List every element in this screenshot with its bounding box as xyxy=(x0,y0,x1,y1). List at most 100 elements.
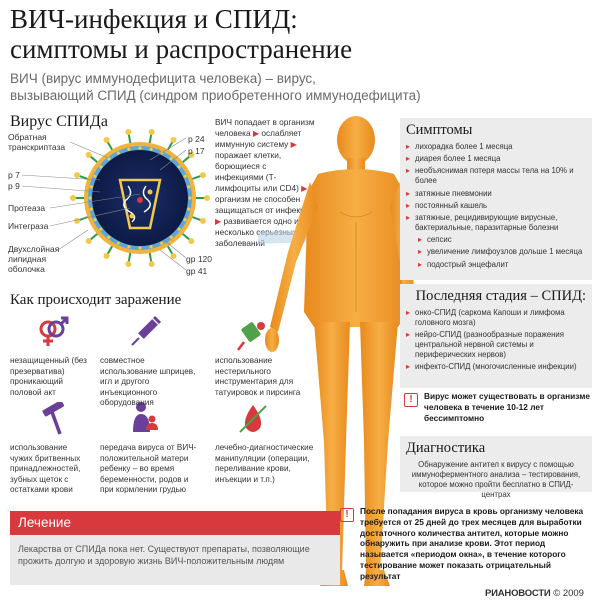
symptom-item: затяжные пневмонии xyxy=(406,189,586,199)
membrane-dot xyxy=(183,174,187,178)
spike-head xyxy=(125,129,132,136)
head xyxy=(337,116,375,164)
spike-head xyxy=(170,136,177,143)
spike-head xyxy=(70,195,76,201)
virus-illustration xyxy=(70,129,210,267)
virus-section-title: Вирус СПИДа xyxy=(10,113,108,130)
mother-child-icon xyxy=(133,402,158,432)
left-arm xyxy=(270,182,318,332)
treatment-title: Лечение xyxy=(10,511,340,535)
left-hand xyxy=(265,328,279,352)
spike-head xyxy=(103,136,110,143)
window-period-text: После попадания вируса в кровь организму… xyxy=(360,506,584,581)
membrane-dot xyxy=(177,165,181,169)
spike-head xyxy=(199,172,206,179)
membrane-dot xyxy=(93,174,97,178)
page-title: ВИЧ-инфекция и СПИД: симптомы и распрост… xyxy=(10,4,353,64)
warning-text-1: Вирус может существовать в организме чел… xyxy=(424,391,590,423)
symptoms-panel: Симптомы лихорадка более 1 месяцадиарея … xyxy=(400,118,592,280)
brand-logo: РИАНОВОСТИ xyxy=(485,588,551,599)
membrane-dot xyxy=(116,151,120,155)
warning-icon-2: ! xyxy=(340,508,354,522)
gender-icon xyxy=(39,316,69,346)
membrane-dot xyxy=(187,207,191,211)
label-transcriptase: Обратная транскриптаза xyxy=(8,132,66,152)
hiv-progression-text: ВИЧ попадает в организм человека ▶ ослаб… xyxy=(215,117,315,248)
human-body-figure xyxy=(258,116,418,586)
infection-item-5: передача вируса от ВИЧ-положительной мат… xyxy=(100,443,197,495)
label-membrane: Двухслойная липидная оболочка xyxy=(8,244,60,274)
symptom-item: подострый энцефалит xyxy=(418,260,586,270)
symptoms-list: лихорадка более 1 месяца диарея более 1 м… xyxy=(406,142,586,270)
symptom-item: сепсис xyxy=(418,235,586,245)
blood-drop-icon xyxy=(239,405,267,433)
spike-head xyxy=(125,260,132,267)
capsid xyxy=(118,178,162,230)
membrane-dot xyxy=(169,235,173,239)
membrane-dot xyxy=(188,196,192,200)
razor-icon xyxy=(42,402,64,435)
label-gp41: gp 41 xyxy=(186,266,208,276)
last-stage-item: нейро-СПИД (разнообразные поражения цент… xyxy=(406,330,586,360)
infection-item-6: лечебно-диагностические манипуляции (опе… xyxy=(215,443,314,484)
spike-head xyxy=(85,151,92,158)
rna-strand xyxy=(123,185,136,223)
label-p17: p 17 xyxy=(188,146,205,156)
membrane-dot xyxy=(93,218,97,222)
membrane-dot xyxy=(138,246,142,250)
label-p24: p 24 xyxy=(188,134,205,144)
right-foot xyxy=(364,570,390,586)
last-stage-item: онко-СПИД (саркома Капоши и лимфома голо… xyxy=(406,308,586,328)
treatment-text: Лекарства от СПИДа пока нет. Существуют … xyxy=(10,535,340,585)
transcriptase-dot xyxy=(147,189,153,195)
spike-head xyxy=(170,253,177,260)
tattoo-machine-icon xyxy=(237,322,265,351)
membrane-dot xyxy=(88,196,92,200)
membrane-dot xyxy=(160,241,164,245)
symptom-item: лихорадка более 1 месяца xyxy=(406,142,586,152)
membrane-dot xyxy=(127,245,131,249)
spike-head xyxy=(103,253,110,260)
infection-item-2: совместное использование шприцев, игл и … xyxy=(100,356,196,408)
spike-head xyxy=(188,238,195,245)
membrane-dot xyxy=(89,185,93,189)
membrane-dot xyxy=(99,165,103,169)
diagnostics-title: Диагностика xyxy=(406,440,486,456)
membrane-dot xyxy=(107,157,111,161)
last-stage-item: инфекто-СПИД (многочисленные инфекции) xyxy=(406,362,586,372)
glycoprotein-spikes xyxy=(70,129,210,267)
membrane-dot xyxy=(107,235,111,239)
integrase-dot xyxy=(129,213,135,219)
protease-dot xyxy=(137,197,143,203)
spike-head xyxy=(188,151,195,158)
label-gp120: gp 120 xyxy=(186,254,212,264)
membrane-dots xyxy=(88,146,192,250)
neck xyxy=(347,158,365,172)
membrane-dot xyxy=(183,218,187,222)
spike-head xyxy=(148,260,155,267)
right-leg xyxy=(360,322,398,574)
membrane-dot xyxy=(89,207,93,211)
symptom-item: постоянный кашель xyxy=(406,201,586,211)
membrane-dot xyxy=(187,185,191,189)
spike-head xyxy=(199,217,206,224)
credit: РИАНОВОСТИ © 2009 xyxy=(485,588,584,599)
spike-head xyxy=(74,172,81,179)
virus-leader-lines xyxy=(21,137,187,271)
infection-item-3: использование нестерильного инструментар… xyxy=(215,356,301,397)
symptom-item: диарея более 1 месяца xyxy=(406,154,586,164)
symptom-item: необъяснимая потеря массы тела на 10% и … xyxy=(406,166,586,186)
membrane-dot xyxy=(138,146,142,150)
label-p9: p 9 xyxy=(8,181,20,191)
membrane-dot xyxy=(149,245,153,249)
membrane-dot xyxy=(99,227,103,231)
label-integrase: Интеграза xyxy=(8,221,49,231)
last-stage-title: Последняя стадия – СПИД: xyxy=(415,288,586,304)
infection-section-title: Как происходит заражение xyxy=(10,292,182,308)
spike-head xyxy=(148,129,155,136)
diagnostics-panel: Диагностика Обнаружение антител к вирусу… xyxy=(400,436,592,499)
symptom-item: затяжные, рецидивирующие вирусные, бакте… xyxy=(406,213,586,233)
membrane-dot xyxy=(127,147,131,151)
infection-item-4: использование чужих бритвенных принадлеж… xyxy=(10,443,81,495)
membrane-dot xyxy=(169,157,173,161)
